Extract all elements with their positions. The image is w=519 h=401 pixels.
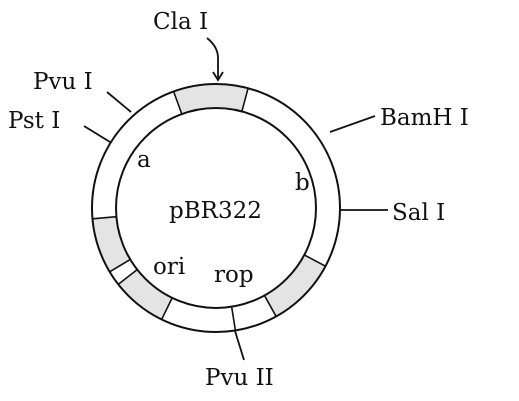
pvu-i-pointer-line <box>106 91 132 113</box>
ring-divider <box>241 88 249 112</box>
ring-divider <box>303 254 326 267</box>
cla-i-segment <box>173 84 249 115</box>
ring-divider <box>117 268 138 285</box>
cla-i-arrow <box>206 37 219 80</box>
ori-segment-left <box>118 269 173 320</box>
cla-i-arrow-head <box>212 71 224 82</box>
ring-divider <box>160 297 173 320</box>
pvu-ii-pointer-line <box>234 330 245 361</box>
region-b-label: b <box>295 170 310 196</box>
pst-i-label: Pst I <box>8 108 60 134</box>
pvu-ii-label: Pvu II <box>205 365 274 391</box>
region-ori-label: ori <box>153 254 185 280</box>
ring-dividers <box>92 88 326 331</box>
bamh-i-label: BamH I <box>380 105 469 131</box>
ring-divider <box>172 91 183 115</box>
ring-outer-border <box>91 83 341 333</box>
region-a-label: a <box>137 147 151 173</box>
shaded-segments <box>92 84 326 320</box>
ring-divider <box>230 306 237 331</box>
plasmid-name: pBR322 <box>169 198 262 224</box>
site-pointers <box>83 37 388 361</box>
pst-i-pointer-line <box>83 125 111 143</box>
ring-inner-border <box>115 107 317 309</box>
sal-i-label: Sal I <box>392 200 445 226</box>
ring-divider <box>263 295 277 317</box>
ring-divider <box>109 258 131 273</box>
b-segment <box>264 254 326 317</box>
pvu-i-label: Pvu I <box>33 69 93 95</box>
cla-i-label: Cla I <box>153 9 208 35</box>
ring-divider <box>92 215 117 220</box>
ori-segment-right <box>92 216 131 272</box>
bamh-i-pointer-line <box>329 115 376 133</box>
region-rop-label: rop <box>214 262 254 288</box>
